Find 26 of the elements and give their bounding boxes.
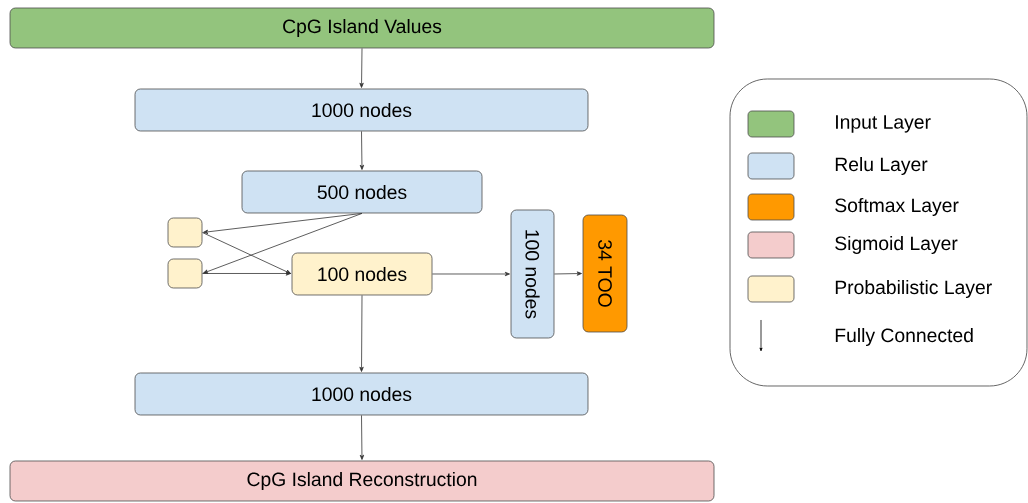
layer-box: 500 nodes [241, 170, 483, 214]
arrow [359, 295, 364, 372]
layer-box: 100 nodes [291, 252, 433, 296]
arrow [203, 213, 363, 234]
legend-label: Probabilistic Layer [835, 280, 992, 298]
arrow [202, 271, 291, 276]
legend-label: Softmax Layer [835, 198, 959, 216]
arrow [359, 48, 364, 88]
legend-label: Sigmoid Layer [835, 236, 958, 254]
layer-box: 100 nodes [510, 209, 555, 339]
unit-box [167, 217, 203, 248]
legend-label: Relu Layer [835, 157, 928, 175]
arrow [359, 415, 365, 460]
unit-box [167, 258, 203, 289]
output-layer-box: 34 TOO [582, 214, 628, 333]
arrow [202, 232, 292, 274]
arrow [359, 131, 365, 170]
legend-label: Fully Connected [835, 328, 973, 346]
arrow [432, 271, 510, 277]
legend-label: Input Layer [836, 115, 931, 133]
input-layer-box: CpG Island Values [9, 7, 715, 49]
arrow [554, 271, 582, 276]
output-layer-box: CpG Island Reconstruction [9, 460, 715, 502]
layer-box: 1000 nodes [134, 372, 589, 416]
layer-box: 1000 nodes [134, 88, 589, 132]
arrow [203, 213, 363, 274]
